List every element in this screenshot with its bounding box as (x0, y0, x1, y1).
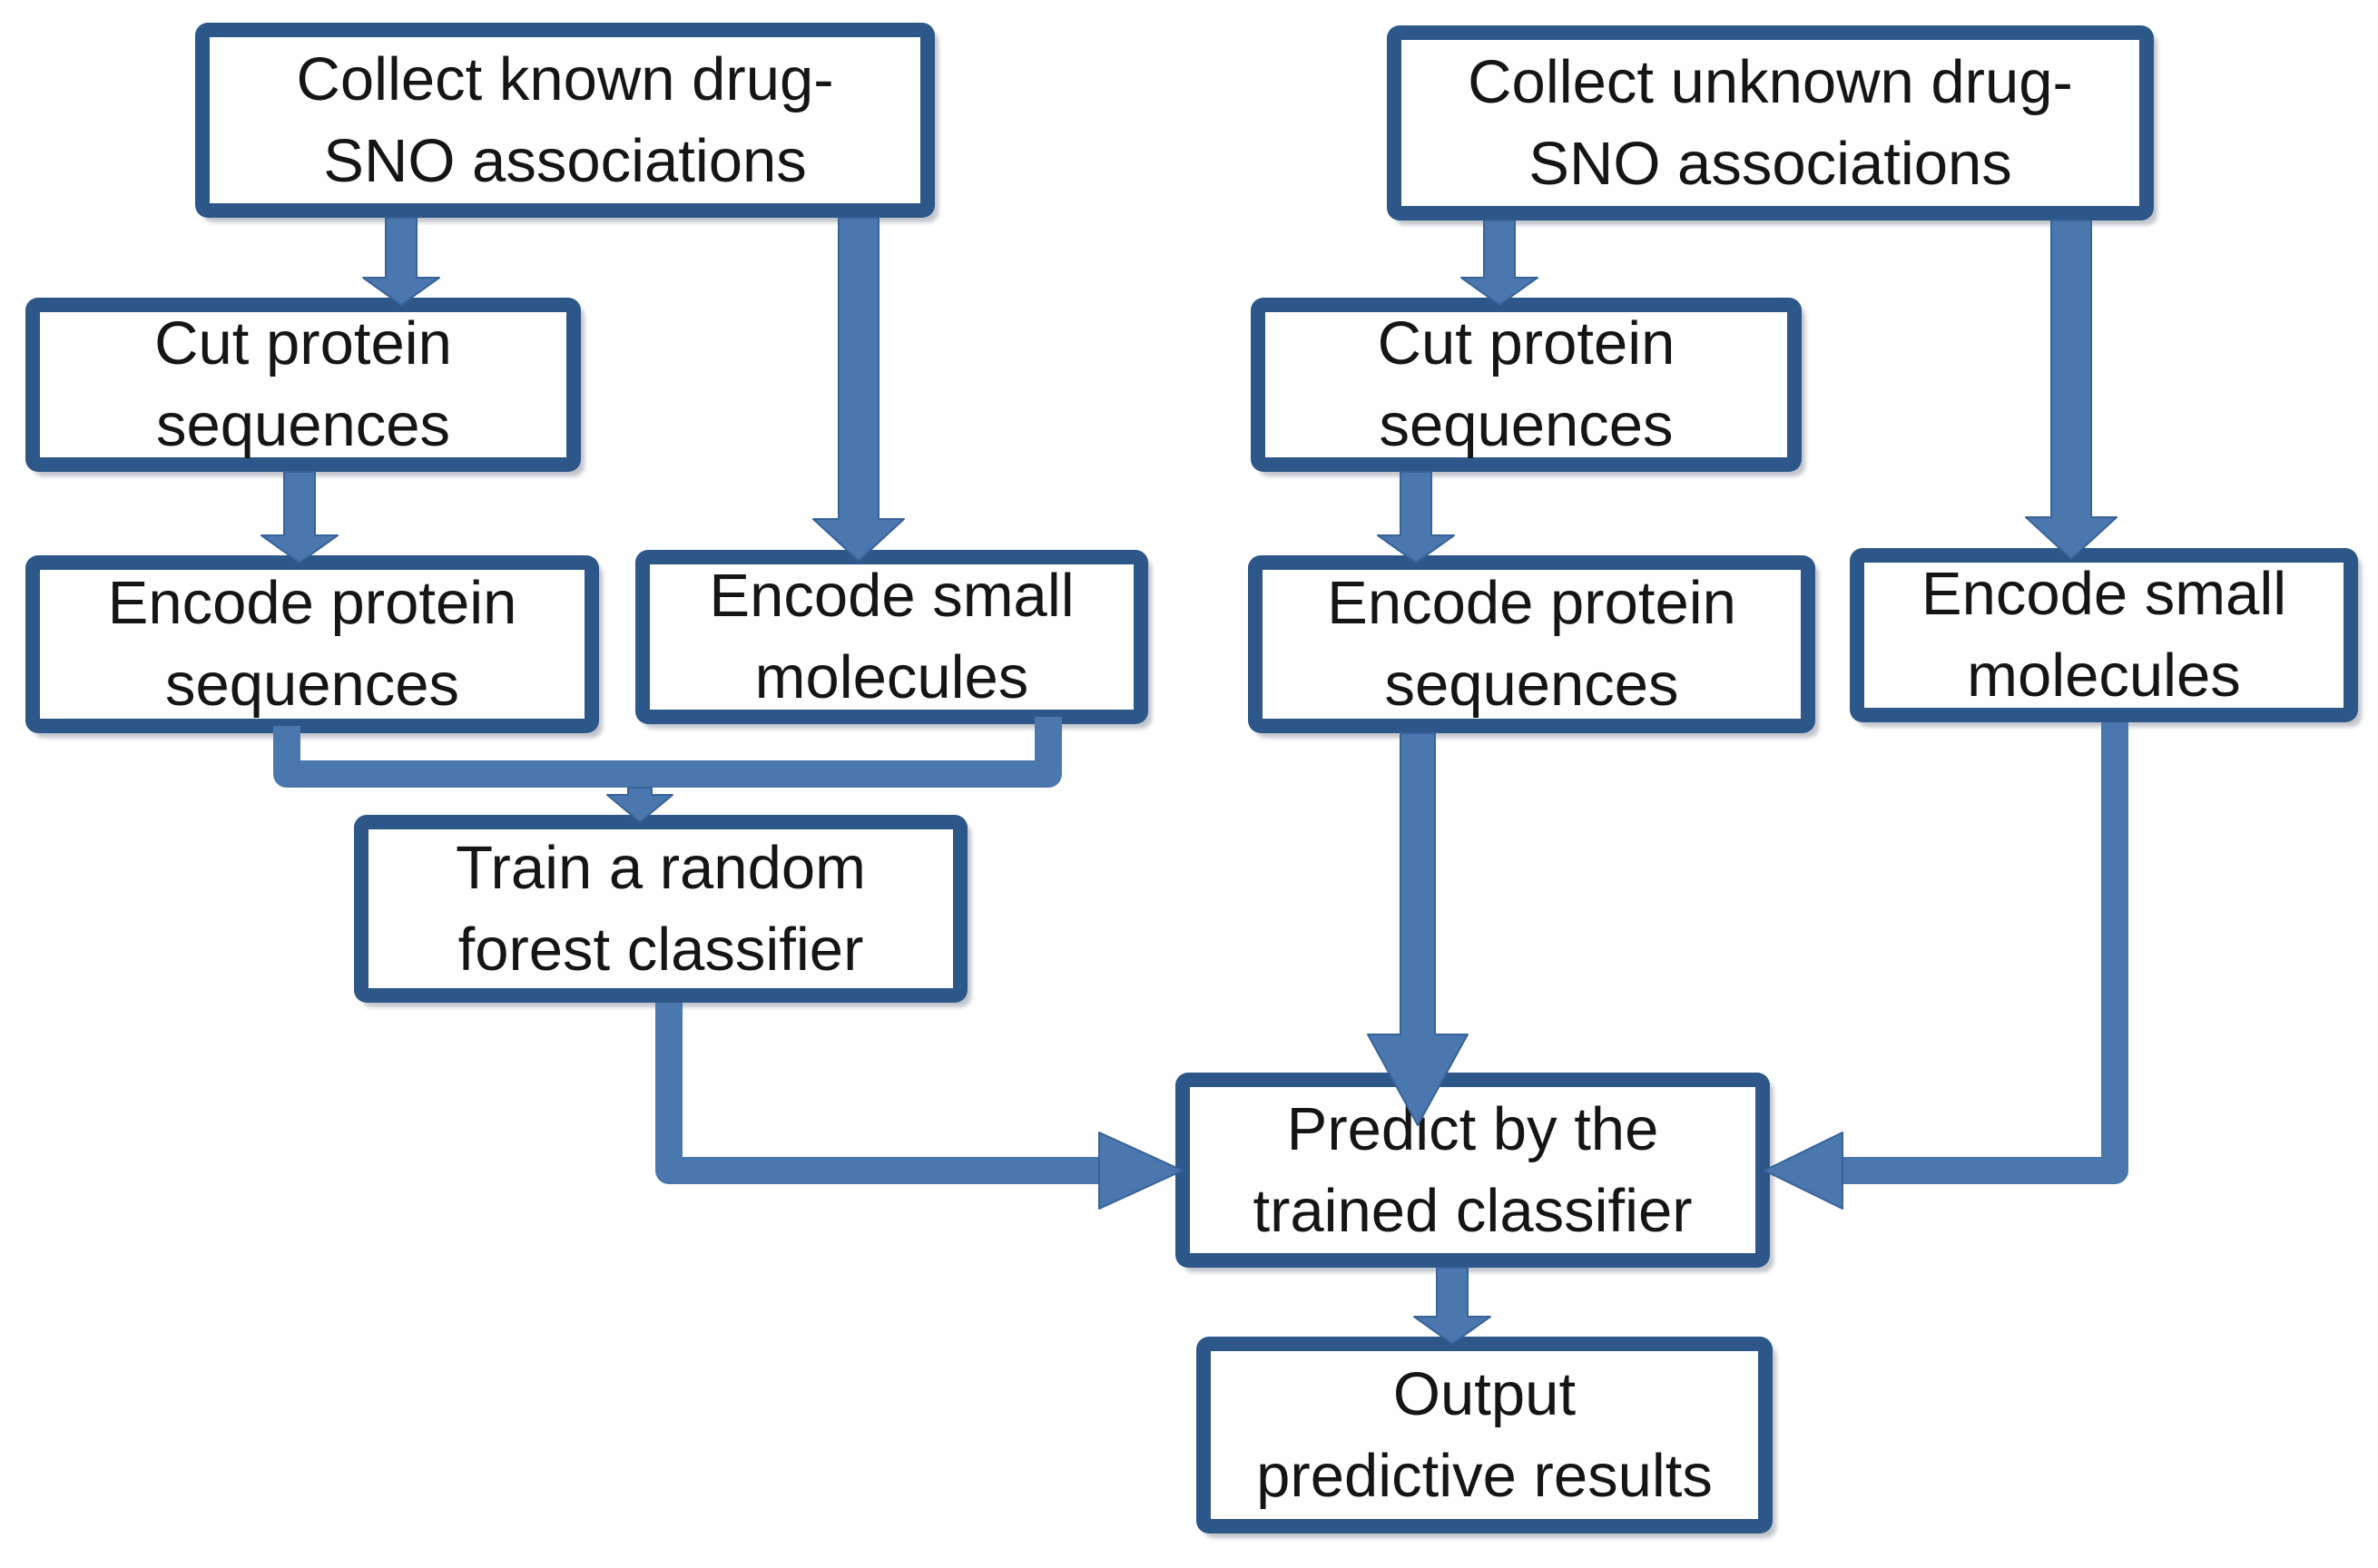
node-label-line: SNO associations (1528, 129, 2012, 198)
node-label-line: Collect unknown drug- (1468, 47, 2073, 116)
node-label-line: SNO associations (323, 126, 807, 195)
arrow-collect-unknown-to-encode-small-right (2025, 220, 2118, 560)
arrow-train-to-predict-elbow (655, 1003, 1099, 1184)
arrow-collect-known-to-encode-small-left (812, 217, 905, 562)
node-label-line: Predict by the (1286, 1094, 1659, 1163)
node-encode-small-molecules-left: Encode small molecules (635, 550, 1148, 724)
node-train-random-forest-classifier: Train a random forest classifier (354, 815, 968, 1003)
arrow-encode-small-right-to-predict-elbow (1842, 722, 2128, 1184)
node-label-line: sequences (155, 391, 451, 459)
arrow-predict-to-output (1413, 1267, 1491, 1345)
node-label-line: Encode protein (1327, 569, 1736, 637)
arrow-collect-known-to-cut-left (362, 217, 440, 306)
node-label-line: Cut protein (154, 309, 452, 377)
node-label-line: forest classifier (457, 915, 864, 984)
node-collect-known-drug-sno: Collect known drug- SNO associations (195, 23, 935, 218)
node-label-line: sequences (164, 651, 460, 719)
node-label-line: predictive results (1256, 1441, 1713, 1510)
arrow-encode-protein-right-to-predict (1367, 732, 1469, 1126)
node-label-line: Train a random (456, 833, 866, 902)
node-label-line: Output (1392, 1359, 1577, 1428)
node-label-line: trained classifier (1253, 1176, 1693, 1245)
node-label-line: Cut protein (1377, 309, 1675, 377)
node-label-line: Encode protein (107, 569, 517, 637)
node-encode-small-molecules-right: Encode small molecules (1850, 548, 2358, 722)
arrow-cut-right-to-encode-protein-right (1377, 471, 1455, 564)
node-label-line: molecules (1967, 642, 2241, 710)
node-label-line: Collect known drug- (296, 44, 834, 113)
node-label-line: sequences (1384, 651, 1679, 719)
arrow-train-to-predict-head (1098, 1132, 1184, 1210)
node-collect-unknown-drug-sno: Collect unknown drug- SNO associations (1387, 25, 2154, 220)
node-label-line: molecules (754, 643, 1029, 711)
arrow-cut-left-to-encode-protein-left (260, 471, 339, 564)
arrow-collect-unknown-to-cut-right (1460, 220, 1538, 306)
node-cut-protein-sequences-left: Cut protein sequences (25, 298, 581, 472)
node-encode-protein-sequences-left: Encode protein sequences (25, 555, 599, 733)
node-output-predictive-results: Output predictive results (1196, 1337, 1773, 1534)
node-predict-by-trained-classifier: Predict by the trained classifier (1175, 1073, 1770, 1268)
arrow-encode-small-right-to-predict-head (1764, 1132, 1843, 1210)
node-encode-protein-sequences-right: Encode protein sequences (1248, 555, 1815, 733)
node-label-line: sequences (1379, 391, 1674, 459)
node-label-line: Encode small (709, 562, 1075, 630)
node-label-line: Encode small (1921, 560, 2287, 628)
node-cut-protein-sequences-right: Cut protein sequences (1251, 298, 1802, 472)
